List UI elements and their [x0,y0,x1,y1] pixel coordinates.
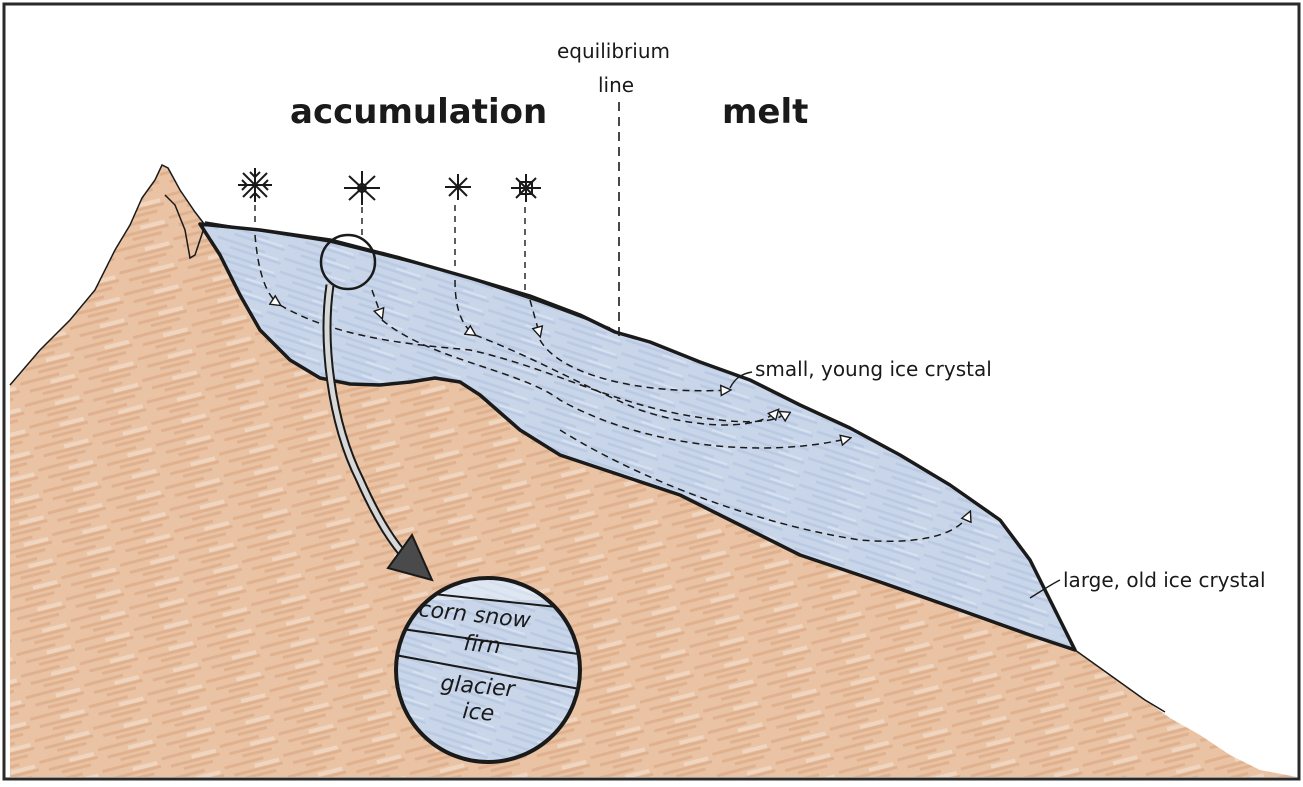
accumulation-heading: accumulation [290,92,547,132]
equilibrium-label: equilibrium [557,39,670,63]
snowflake-icon [238,168,272,202]
melt-heading: melt [722,92,808,132]
layer-glacier-ice-line2: ice [461,699,495,727]
small-crystal-label: small, young ice crystal [755,357,992,381]
snowflake-icon [344,171,380,205]
equilibrium-label-line2: line [598,73,634,97]
layer-firn: firn [462,631,501,659]
large-crystal-label: large, old ice crystal [1063,568,1266,592]
